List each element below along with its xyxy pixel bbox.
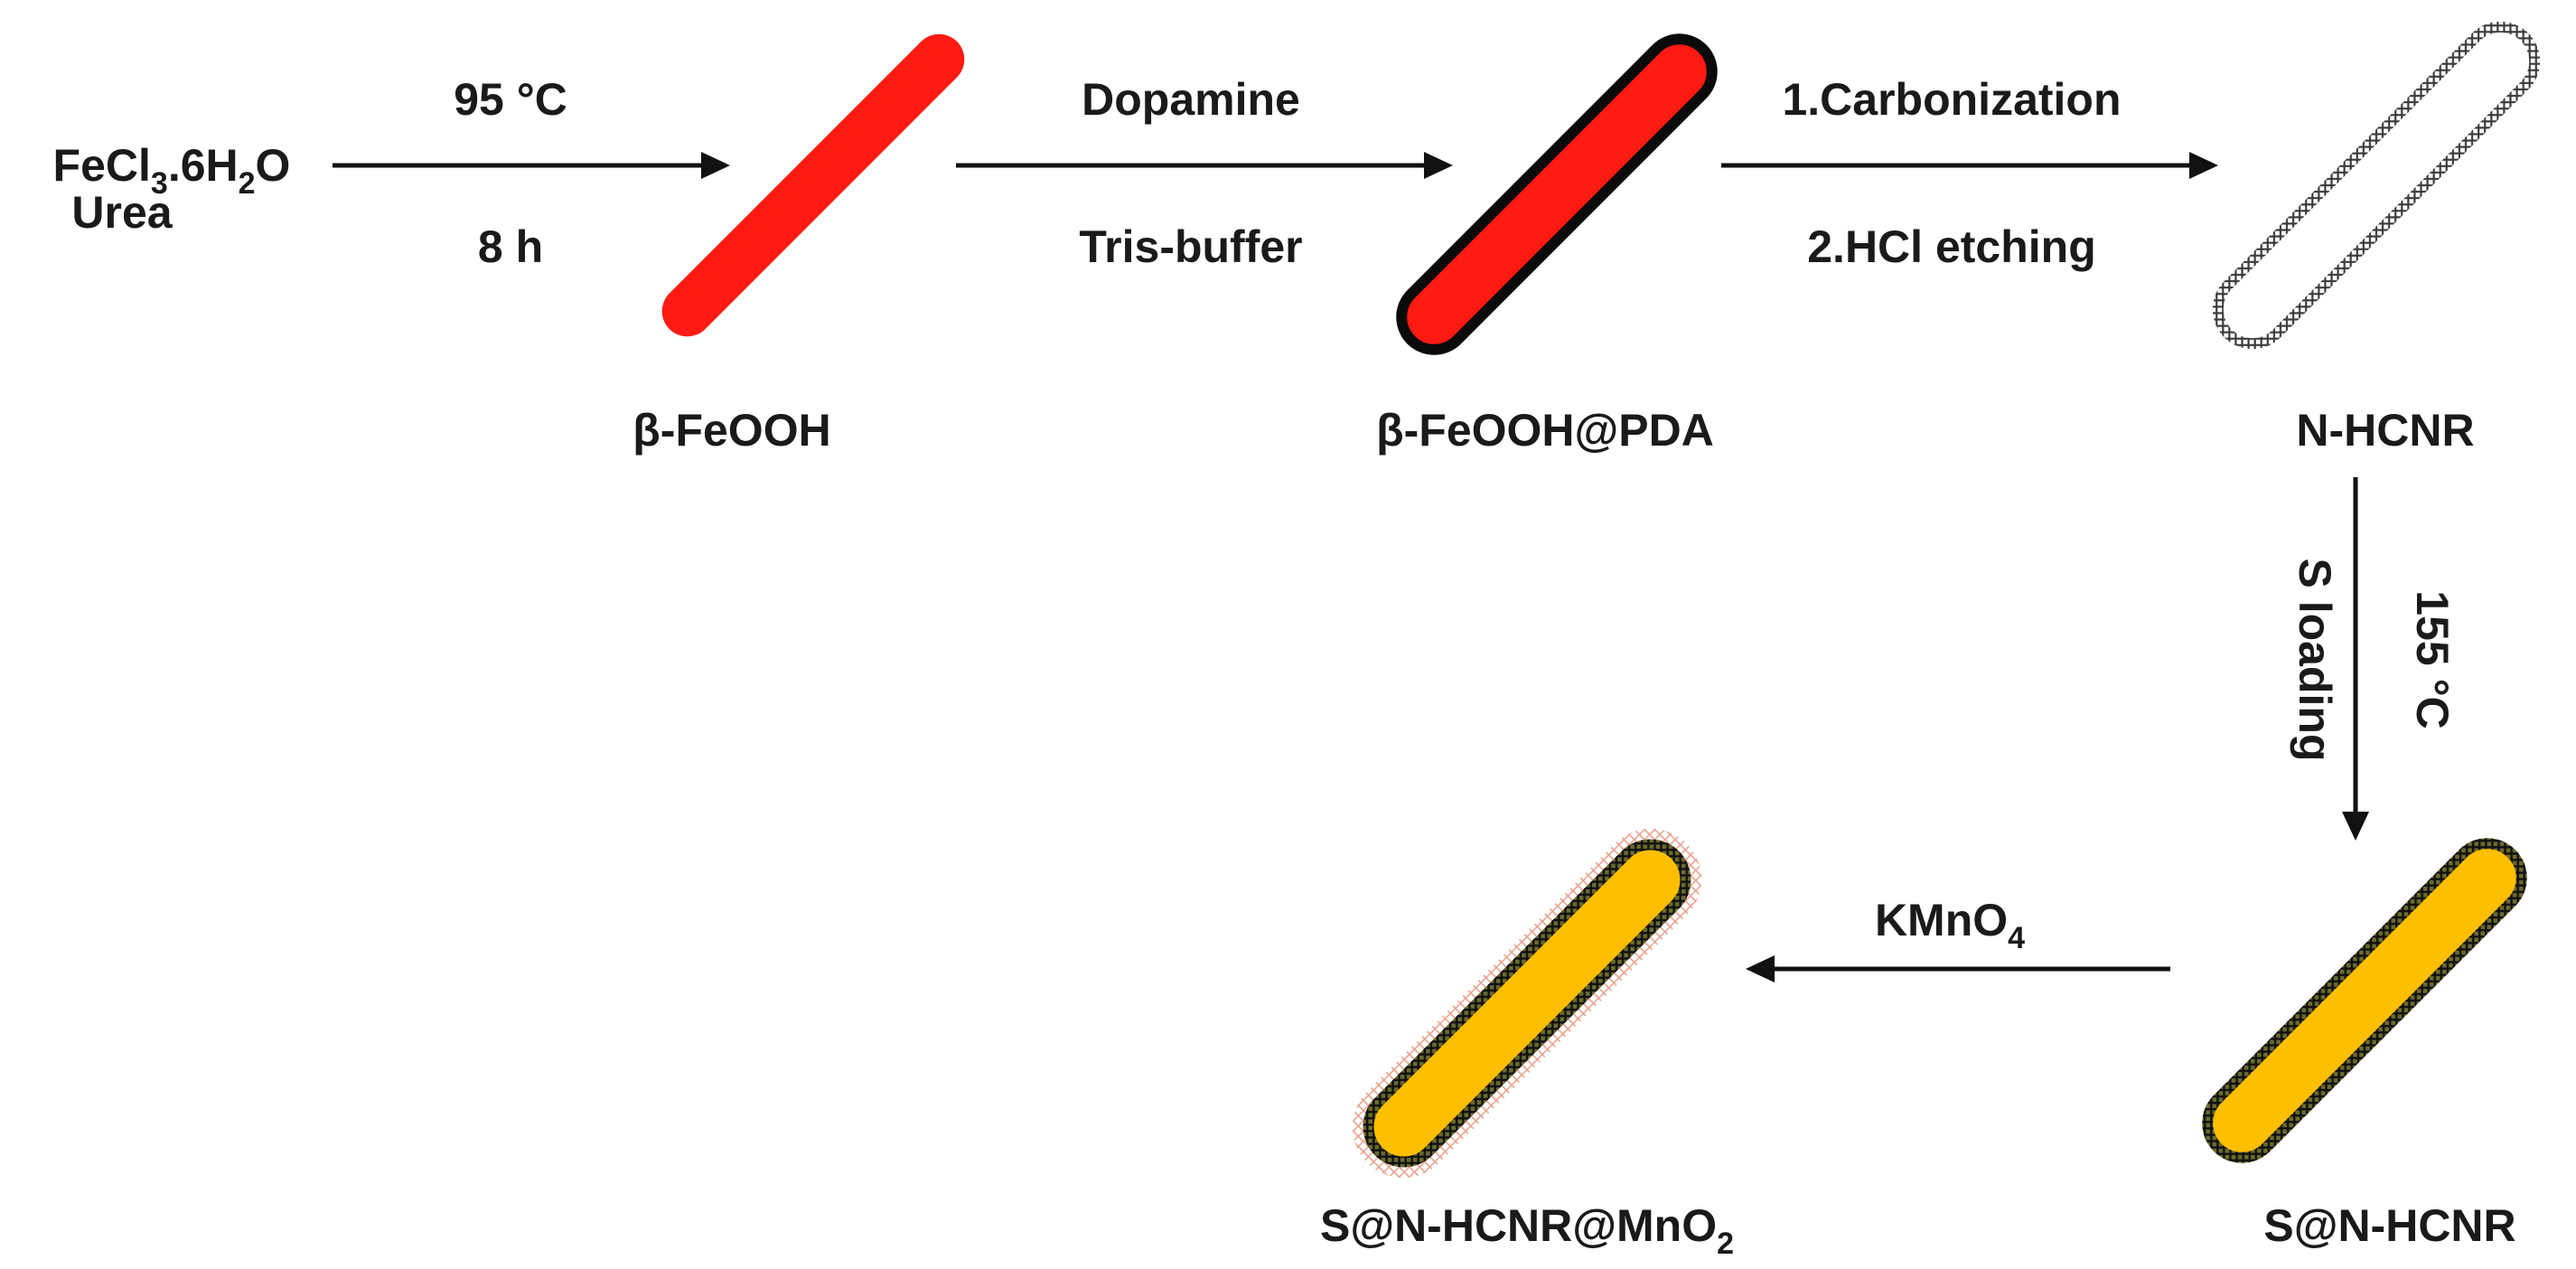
- step1-arrow-head: [701, 152, 730, 179]
- product-feooh-pda-label: β-FeOOH@PDA: [1376, 405, 1714, 456]
- step2-arrow: [956, 152, 1453, 179]
- step4-temperature: 155 °C: [2407, 590, 2458, 728]
- reactant-urea: Urea: [71, 187, 173, 238]
- step4-sulfur-loading: S loading: [2290, 559, 2340, 762]
- reactant-fecl3: FeCl3.6H2O: [53, 140, 291, 201]
- step3-etching: 2.HCl etching: [1807, 221, 2095, 272]
- step3-arrow-head: [2189, 152, 2218, 179]
- product-feooh-label: β-FeOOH: [632, 405, 830, 456]
- reactants: FeCl3.6H2O Urea: [53, 140, 291, 238]
- step2-buffer: Tris-buffer: [1079, 221, 1302, 272]
- product-s-hcnr-label: S@N-HCNR: [2263, 1200, 2515, 1251]
- step2-arrow-head: [1424, 152, 1453, 179]
- step3-carbonization: 1.Carbonization: [1782, 74, 2121, 125]
- step5-arrow: [1746, 955, 2170, 982]
- feooh-pda-rod: [1396, 33, 1718, 355]
- step2-reagent: Dopamine: [1082, 74, 1300, 125]
- step4-arrow-head: [2342, 812, 2369, 841]
- s-hcnr-mno2-rod: [1352, 828, 1702, 1179]
- feooh-rod: [661, 33, 965, 337]
- product-s-hcnr-mno2-label: S@N-HCNR@MnO2: [1320, 1200, 1734, 1261]
- step1-temperature: 95 °C: [454, 74, 567, 125]
- step5-kmno4: KMnO4: [1875, 895, 2025, 955]
- step3-arrow: [1721, 152, 2218, 179]
- s-hcnr-rod: [2202, 838, 2527, 1163]
- product-hcnr-label: N-HCNR: [2296, 405, 2474, 456]
- hcnr-hollow-rod: [2212, 21, 2541, 350]
- step5-arrow-head: [1746, 955, 1775, 982]
- step4-arrow: [2342, 477, 2369, 841]
- step1-time: 8 h: [478, 221, 543, 272]
- step1-arrow: [333, 152, 730, 179]
